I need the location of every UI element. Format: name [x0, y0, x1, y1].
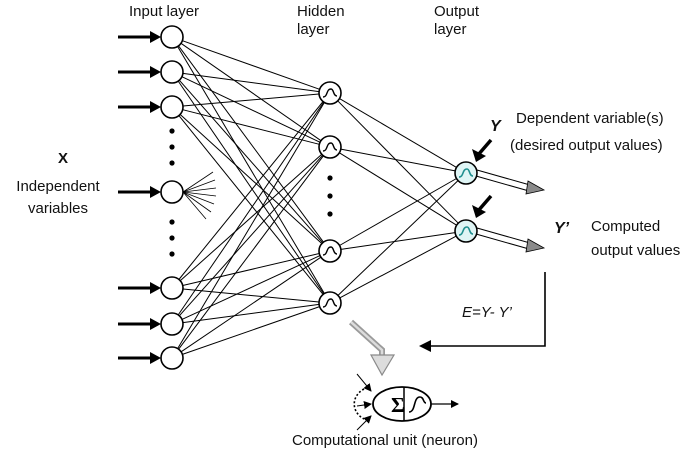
connection-line — [339, 178, 457, 246]
connection-line — [182, 93, 320, 107]
connection-line — [182, 40, 320, 90]
connection-line — [337, 100, 459, 224]
hidden-layer-nodes — [318, 81, 342, 315]
output-node-icon — [454, 219, 478, 243]
connection-line — [177, 46, 325, 294]
target-arrow-icon — [476, 138, 493, 157]
input-ellipsis-icon — [169, 128, 175, 257]
input-node-icon — [160, 25, 184, 49]
input-node-icon — [160, 276, 184, 300]
hidden-node-icon — [318, 81, 342, 105]
neuron-input-arrow-icon — [356, 401, 372, 409]
target-arrows — [472, 138, 493, 218]
dependent-variables-label: Dependent variable(s) — [516, 110, 664, 127]
feedback-arrow-icon — [428, 272, 546, 347]
hidden-node-icon — [318, 135, 342, 159]
output-arrows — [475, 169, 546, 253]
output-layer-label: Output layer — [434, 3, 480, 38]
connection-line — [180, 42, 322, 142]
hidden-layer-label: Hidden layer — [297, 3, 345, 38]
connection-line — [180, 256, 322, 353]
connection-line — [178, 101, 324, 280]
connection-line — [181, 76, 321, 143]
input-arrows — [118, 31, 161, 364]
input-arrow-icon — [150, 282, 161, 294]
input-arrow-icon — [150, 318, 161, 330]
target-arrow-icon — [472, 149, 486, 162]
target-arrow-icon — [476, 194, 493, 213]
connection-line — [181, 255, 321, 320]
neuron-input-arrow-icon — [356, 373, 372, 392]
connection-line — [337, 180, 459, 296]
input-layer-label: Input layer — [129, 3, 200, 20]
connection-line — [178, 79, 324, 244]
connection-line — [182, 253, 320, 286]
input-arrow-icon — [150, 66, 161, 78]
connection-line — [339, 235, 457, 299]
input-node-icon — [160, 180, 184, 204]
computed-output-values-label: Computed output values — [591, 218, 681, 259]
independent-variables-label: Independent variables — [16, 178, 100, 217]
sigma-icon: Σ — [391, 393, 405, 417]
error-feedback-path — [419, 272, 546, 352]
input-arrow-icon — [150, 101, 161, 113]
output-arrow-icon — [475, 227, 546, 253]
y-prime-label: Y’ — [554, 220, 570, 237]
input-layer-nodes — [160, 25, 184, 370]
connection-line — [177, 80, 325, 295]
connection-line — [340, 148, 456, 172]
input-node-icon — [160, 346, 184, 370]
feedback-arrow-icon — [419, 340, 431, 352]
connections — [177, 40, 459, 355]
computational-unit-label: Computational unit (neuron) — [292, 432, 478, 449]
connection-line — [177, 102, 325, 349]
desired-output-values-label: (desired output values) — [510, 137, 663, 154]
connection-line — [182, 109, 320, 145]
y-label: Y — [490, 118, 501, 135]
output-layer-nodes — [454, 161, 478, 243]
neuron-input-arrow-icon — [356, 415, 372, 431]
fan-out-icon — [182, 171, 217, 220]
connection-line — [177, 101, 325, 316]
connection-line — [340, 232, 456, 250]
dotted-arc-icon — [353, 388, 365, 420]
connection-line — [178, 155, 324, 350]
connection-line — [339, 98, 457, 168]
output-node-icon — [454, 161, 478, 185]
target-arrow-icon — [472, 205, 486, 218]
hidden-node-icon — [318, 239, 342, 263]
output-arrow-icon — [475, 169, 546, 195]
connection-line — [182, 306, 320, 355]
connection-line — [179, 114, 323, 244]
input-arrow-icon — [150, 31, 161, 43]
input-node-icon — [160, 60, 184, 84]
connection-line — [339, 152, 457, 226]
error-formula-label: E=Y- Y’ — [462, 304, 512, 321]
connection-line — [178, 45, 324, 243]
connection-line — [182, 303, 320, 324]
x-label: X — [58, 150, 69, 167]
connection-line — [182, 72, 320, 93]
connection-line — [178, 115, 324, 295]
connection-line — [182, 288, 320, 303]
hidden-ellipsis-icon — [327, 175, 333, 217]
input-node-icon — [160, 95, 184, 119]
hidden-node-icon — [318, 291, 342, 315]
neuron-detail: Σ — [353, 373, 459, 431]
input-arrow-icon — [150, 186, 161, 198]
input-arrow-icon — [150, 352, 161, 364]
input-node-icon — [160, 312, 184, 336]
neuron-sigmoid-icon — [408, 396, 427, 413]
connection-line — [179, 153, 323, 282]
connection-line — [178, 154, 324, 317]
callout-arrow-icon — [348, 319, 396, 377]
